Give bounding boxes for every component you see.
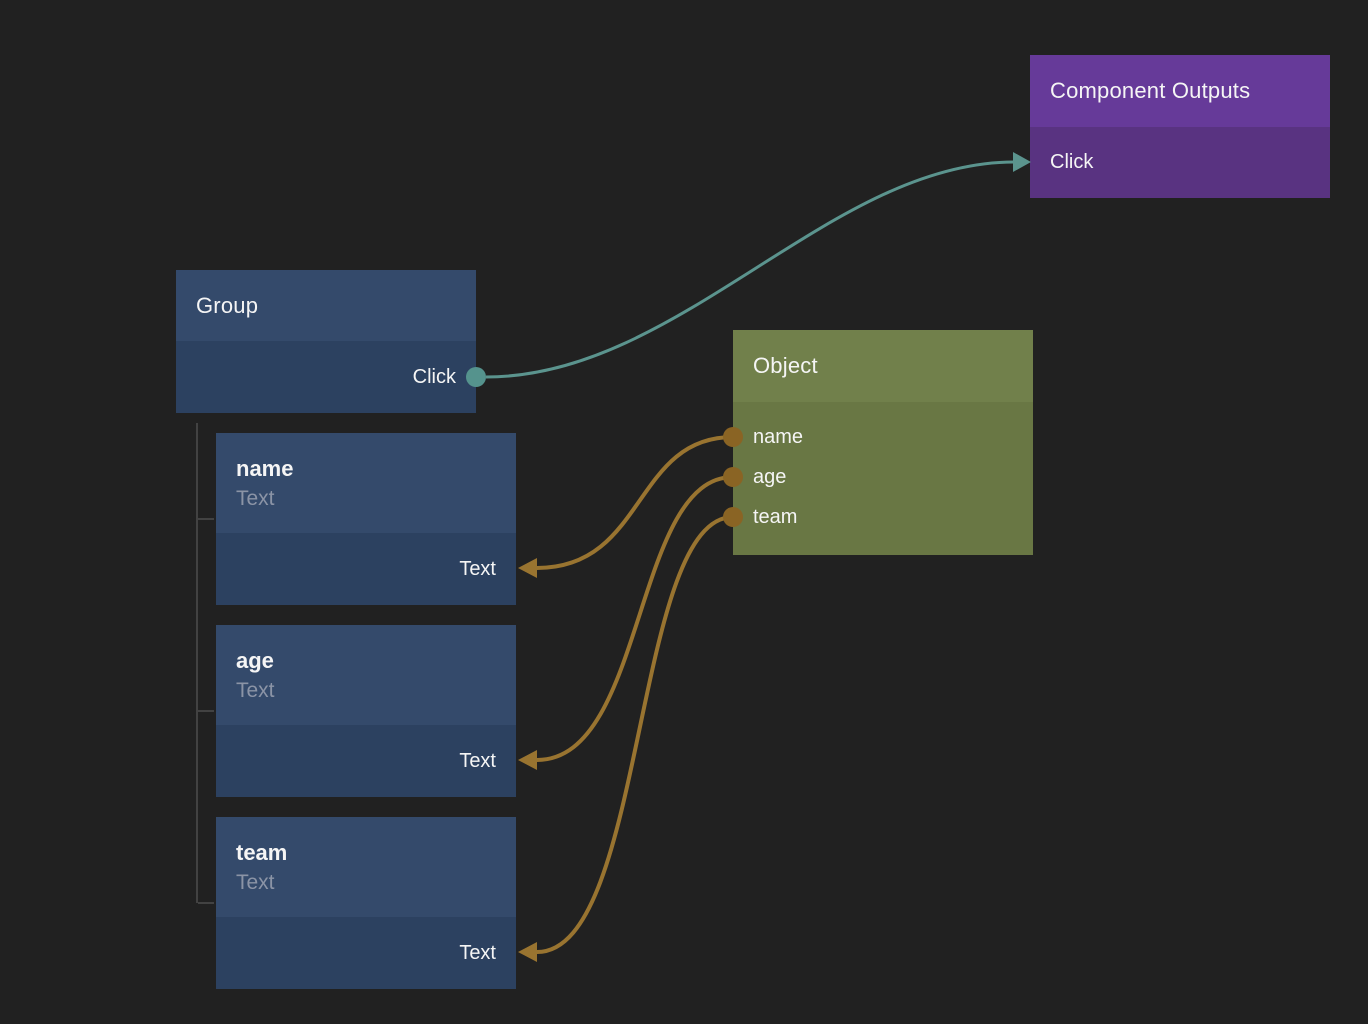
node-component-outputs-body: Click bbox=[1030, 127, 1330, 198]
wire-object-team-to-field-team bbox=[536, 515, 734, 954]
output-row-age[interactable]: age bbox=[733, 457, 1033, 497]
output-row-age-label: age bbox=[753, 466, 787, 488]
input-row-click-label: Click bbox=[1050, 151, 1094, 173]
node-field-team[interactable]: team Text Text bbox=[216, 817, 516, 989]
arrowhead-field-name-text bbox=[518, 558, 537, 578]
field-title: age bbox=[236, 648, 274, 673]
output-row-name[interactable]: name bbox=[733, 417, 1033, 457]
tree-connector-line bbox=[196, 423, 198, 903]
node-field-team-header: team Text bbox=[216, 817, 516, 917]
output-row-team-label: team bbox=[753, 506, 798, 528]
field-title: name bbox=[236, 456, 294, 481]
field-title: team bbox=[236, 840, 288, 865]
node-group-header: Group bbox=[176, 270, 476, 341]
node-group[interactable]: Group Click bbox=[176, 270, 476, 413]
node-component-outputs-header: Component Outputs bbox=[1030, 55, 1330, 127]
port-object-team-output[interactable] bbox=[723, 507, 743, 527]
input-row-text-label: Text bbox=[459, 749, 496, 772]
input-row-text[interactable]: Text bbox=[216, 533, 516, 605]
input-row-text-label: Text bbox=[459, 941, 496, 964]
arrowhead-field-age-text bbox=[518, 750, 537, 770]
input-row-text[interactable]: Text bbox=[216, 725, 516, 797]
node-component-outputs[interactable]: Component Outputs Click bbox=[1030, 55, 1330, 198]
output-row-name-label: name bbox=[753, 426, 804, 448]
port-object-name-output[interactable] bbox=[723, 427, 743, 447]
node-object-body: name age team bbox=[733, 402, 1033, 555]
field-type-label: Text bbox=[236, 487, 275, 510]
port-group-click-output[interactable] bbox=[466, 367, 486, 387]
wire-object-age-to-field-age bbox=[536, 475, 734, 762]
node-object[interactable]: Object name age team bbox=[733, 330, 1033, 555]
input-row-text[interactable]: Text bbox=[216, 917, 516, 989]
output-row-team[interactable]: team bbox=[733, 497, 1033, 537]
tree-tick-age bbox=[198, 710, 214, 712]
field-type-label: Text bbox=[236, 871, 275, 894]
node-field-name-body: Text bbox=[216, 533, 516, 605]
field-type-label: Text bbox=[236, 679, 275, 702]
arrowhead-field-team-text bbox=[518, 942, 537, 962]
node-title: Group bbox=[196, 292, 259, 318]
input-row-click[interactable]: Click bbox=[1030, 127, 1330, 198]
node-field-age-header: age Text bbox=[216, 625, 516, 725]
node-field-age[interactable]: age Text Text bbox=[216, 625, 516, 797]
node-title: Component Outputs bbox=[1050, 78, 1251, 103]
output-row-click[interactable]: Click bbox=[176, 341, 476, 413]
node-title: Object bbox=[753, 353, 818, 378]
node-group-body: Click bbox=[176, 341, 476, 413]
input-row-text-label: Text bbox=[459, 557, 496, 580]
wire-object-name-to-field-name bbox=[536, 435, 734, 570]
node-field-age-body: Text bbox=[216, 725, 516, 797]
node-field-team-body: Text bbox=[216, 917, 516, 989]
arrowhead-component-outputs-click bbox=[1013, 152, 1031, 172]
node-field-name[interactable]: name Text Text bbox=[216, 433, 516, 605]
output-row-click-label: Click bbox=[412, 365, 456, 388]
tree-tick-team bbox=[198, 902, 214, 904]
node-object-header: Object bbox=[733, 330, 1033, 402]
tree-tick-name bbox=[198, 518, 214, 520]
port-object-age-output[interactable] bbox=[723, 467, 743, 487]
node-field-name-header: name Text bbox=[216, 433, 516, 533]
